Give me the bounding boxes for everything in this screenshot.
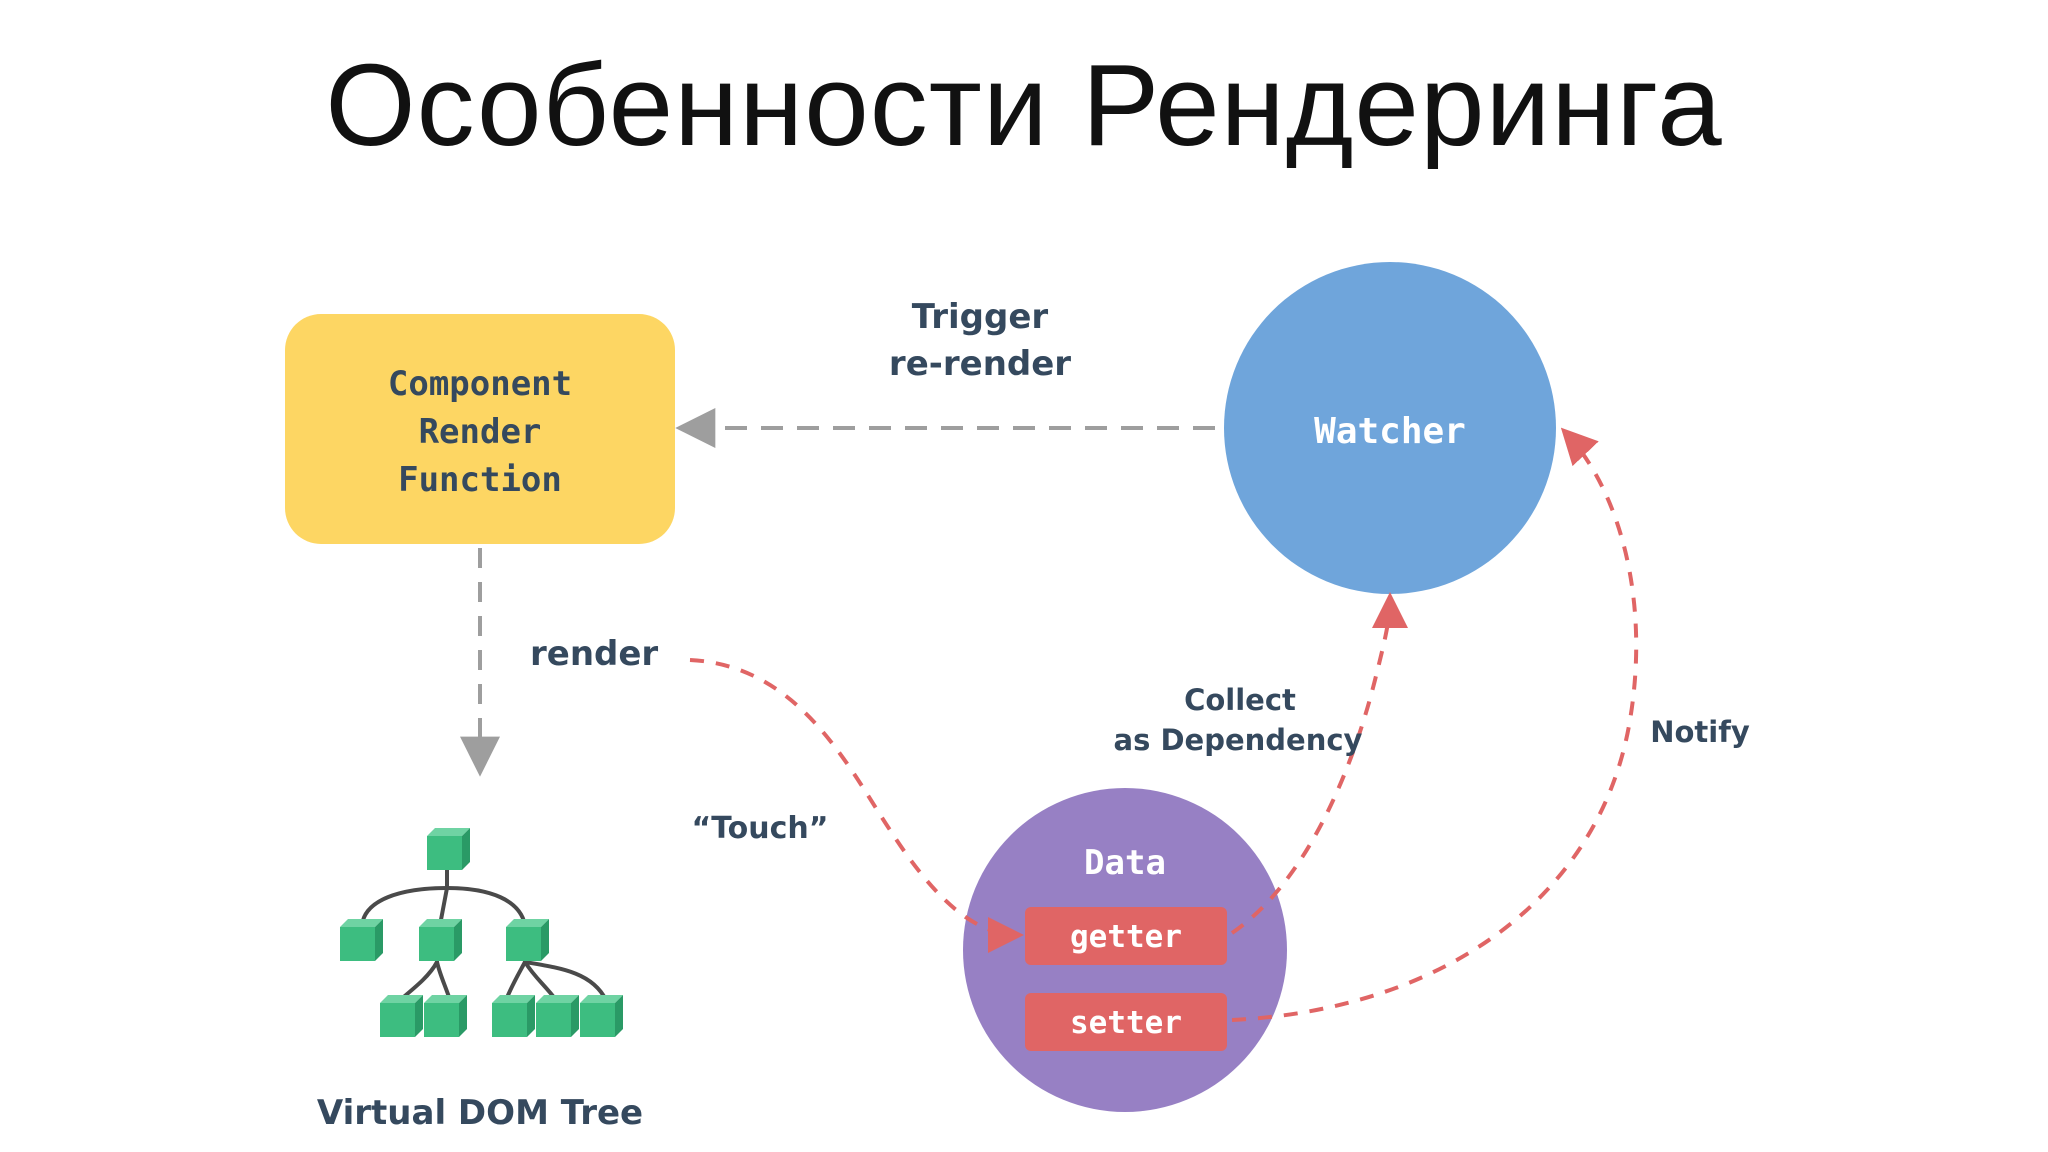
- virtual-dom-tree-icon: [340, 828, 623, 1037]
- render-label: render: [530, 634, 658, 674]
- vdom-node: [427, 828, 470, 870]
- vdom-node: [340, 919, 383, 961]
- vdom-node: [580, 995, 623, 1037]
- vdom-node: [419, 919, 462, 961]
- getter-box: getter: [1025, 907, 1227, 965]
- collect-dependency-arrow: [1230, 592, 1408, 935]
- trigger-label-line1: Trigger: [912, 297, 1049, 337]
- collect-label-line2: as Dependency: [1114, 723, 1363, 757]
- vdom-node: [380, 995, 423, 1037]
- getter-label: getter: [1070, 919, 1182, 955]
- vdom-node: [506, 919, 549, 961]
- data-node: Data getter setter: [963, 788, 1287, 1112]
- component-label-line2: Render: [419, 412, 542, 452]
- virtual-dom-tree-label: Virtual DOM Tree: [317, 1093, 643, 1133]
- watcher-node: Watcher: [1224, 262, 1556, 594]
- page-title: Особенности Рендеринга: [325, 40, 1723, 170]
- trigger-label-line2: re-render: [889, 344, 1071, 384]
- component-label-line3: Function: [398, 460, 562, 500]
- notify-arrow: [1231, 427, 1639, 1022]
- setter-box: setter: [1025, 993, 1227, 1051]
- component-label-line1: Component: [388, 364, 572, 404]
- collect-label-line1: Collect: [1184, 683, 1296, 717]
- data-label: Data: [1084, 843, 1166, 883]
- touch-arrow: [689, 658, 1024, 953]
- vdom-node: [424, 995, 467, 1037]
- watcher-label: Watcher: [1314, 411, 1466, 452]
- vdom-node: [536, 995, 579, 1037]
- setter-label: setter: [1070, 1005, 1182, 1041]
- vdom-node: [492, 995, 535, 1037]
- touch-label: “Touch”: [691, 811, 828, 846]
- component-render-function-box: Component Render Function: [285, 314, 675, 544]
- notify-label: Notify: [1650, 715, 1750, 749]
